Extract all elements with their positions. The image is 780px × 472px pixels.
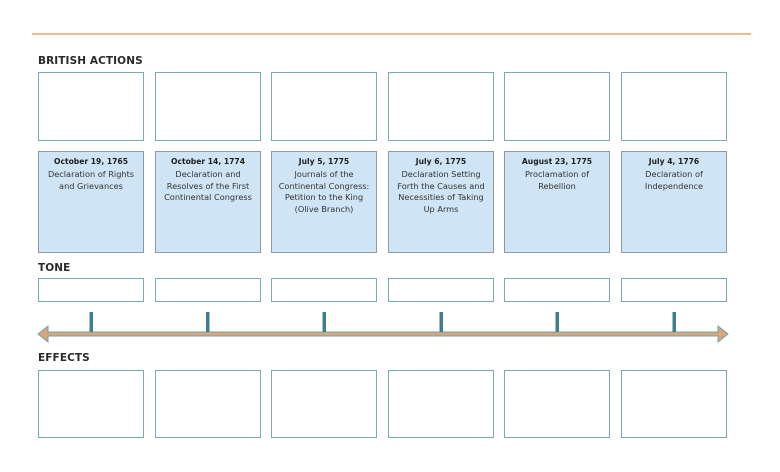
event-title: Declaration of Rights and Grievances bbox=[47, 169, 135, 191]
event-card: October 19, 1765 Declaration of Rights a… bbox=[38, 151, 144, 253]
double-arrow-icon bbox=[37, 324, 729, 344]
tone-input-box[interactable] bbox=[38, 278, 144, 302]
event-card: July 5, 1775 Journals of the Continental… bbox=[271, 151, 377, 253]
tone-input-box[interactable] bbox=[271, 278, 377, 302]
effects-label: EFFECTS bbox=[38, 352, 90, 364]
timeline-tick bbox=[206, 312, 210, 332]
event-title: Proclamation of Rebellion bbox=[525, 169, 589, 191]
timeline-tick bbox=[439, 312, 443, 332]
event-date: October 19, 1765 bbox=[53, 157, 128, 166]
british-action-input-box[interactable] bbox=[271, 72, 377, 141]
effect-input-box[interactable] bbox=[155, 370, 261, 438]
british-action-input-box[interactable] bbox=[38, 72, 144, 141]
timeline-tick bbox=[672, 312, 676, 332]
tone-input-box[interactable] bbox=[504, 278, 610, 302]
event-title: Declaration and Resolves of the First Co… bbox=[164, 169, 252, 203]
timeline-tick bbox=[555, 312, 559, 332]
british-action-input-box[interactable] bbox=[388, 72, 494, 141]
event-date: July 4, 1776 bbox=[648, 157, 700, 166]
effect-input-box[interactable] bbox=[504, 370, 610, 438]
event-date: July 5, 1775 bbox=[298, 157, 350, 166]
event-card: July 6, 1775 Declaration Setting Forth t… bbox=[388, 151, 494, 253]
british-actions-label: BRITISH ACTIONS bbox=[38, 55, 143, 67]
event-title: Declaration Setting Forth the Causes and… bbox=[397, 169, 485, 214]
event-date: October 14, 1774 bbox=[170, 157, 245, 166]
effect-input-box[interactable] bbox=[388, 370, 494, 438]
event-title: Journals of the Continental Congress: Pe… bbox=[278, 169, 370, 214]
tone-input-box[interactable] bbox=[621, 278, 727, 302]
british-action-input-box[interactable] bbox=[504, 72, 610, 141]
timeline-tick bbox=[322, 312, 326, 332]
event-card: October 14, 1774 Declaration and Resolve… bbox=[155, 151, 261, 253]
event-date: July 6, 1775 bbox=[415, 157, 467, 166]
timeline-tick bbox=[89, 312, 93, 332]
effect-input-box[interactable] bbox=[38, 370, 144, 438]
header-rule bbox=[32, 33, 751, 35]
event-date: August 23, 1775 bbox=[521, 157, 593, 166]
british-action-input-box[interactable] bbox=[621, 72, 727, 141]
british-action-input-box[interactable] bbox=[155, 72, 261, 141]
event-card: August 23, 1775 Proclamation of Rebellio… bbox=[504, 151, 610, 253]
tone-input-box[interactable] bbox=[388, 278, 494, 302]
tone-label: TONE bbox=[38, 262, 71, 274]
event-title: Declaration of Independence bbox=[644, 169, 704, 191]
event-card: July 4, 1776 Declaration of Independence bbox=[621, 151, 727, 253]
effect-input-box[interactable] bbox=[621, 370, 727, 438]
tone-input-box[interactable] bbox=[155, 278, 261, 302]
effect-input-box[interactable] bbox=[271, 370, 377, 438]
